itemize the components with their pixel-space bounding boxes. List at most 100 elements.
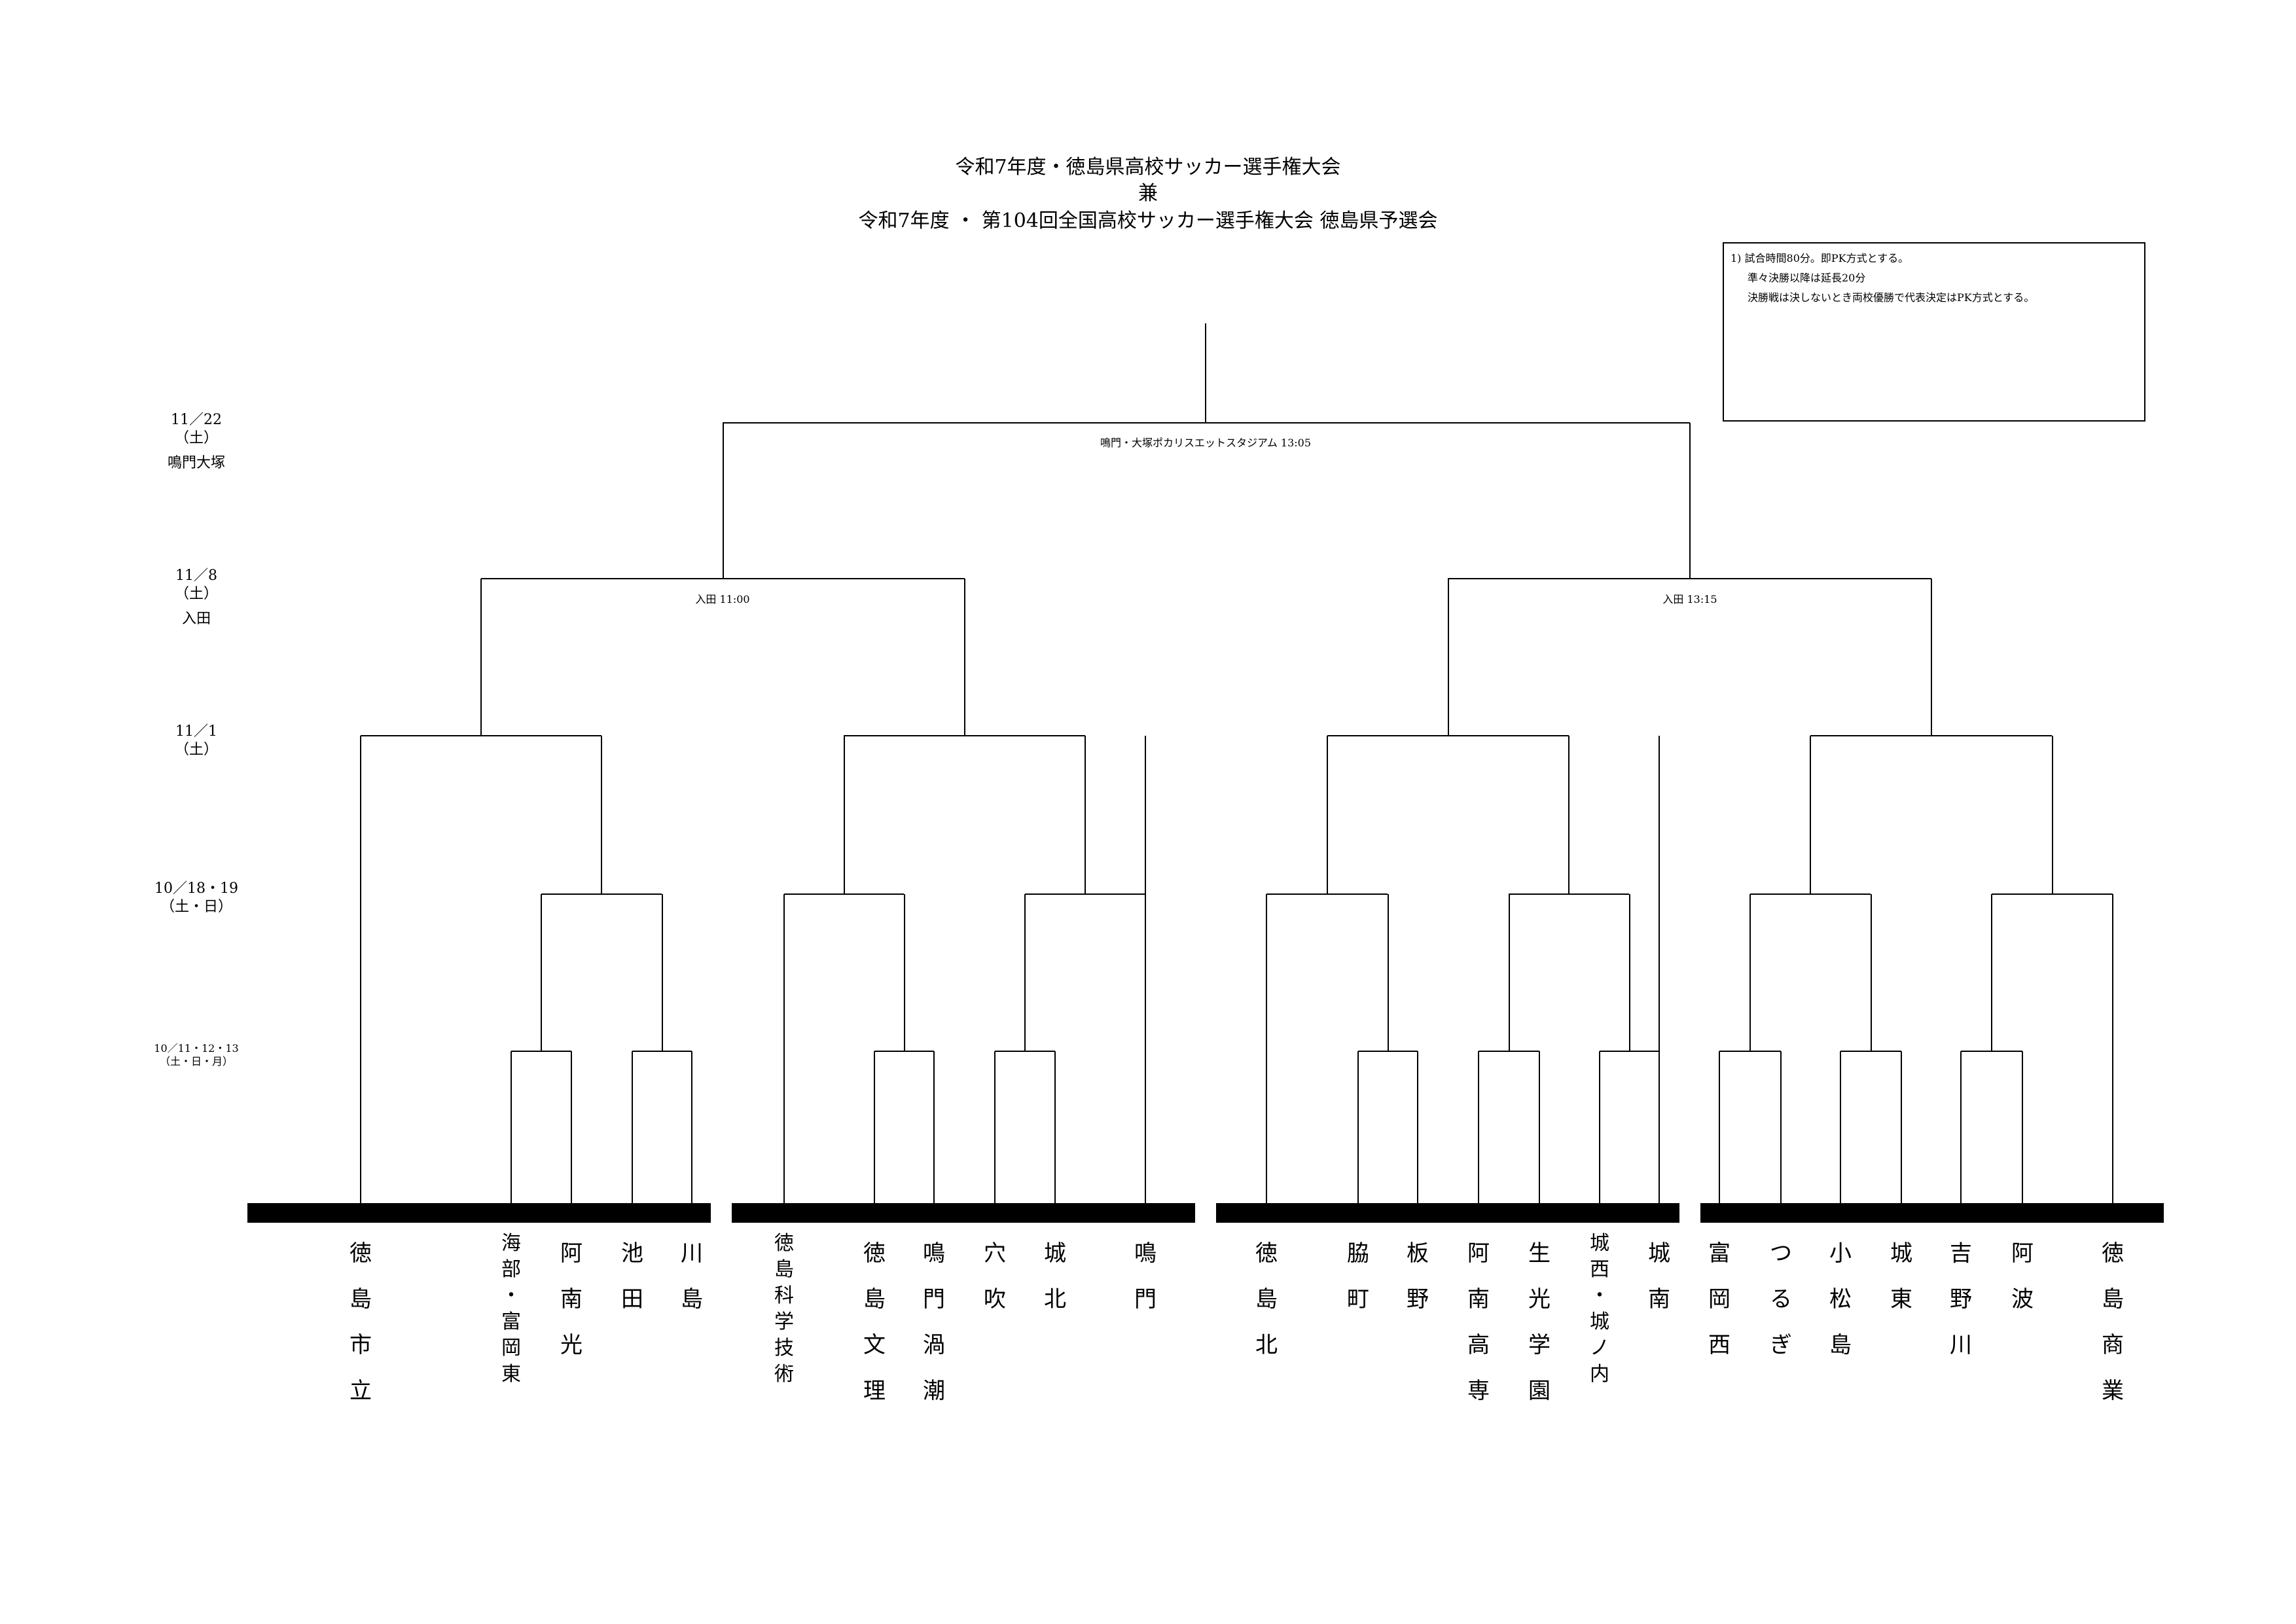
team-leg-line	[2112, 894, 2113, 1203]
round-semifinal-day: （土）	[174, 586, 218, 602]
round1-winner-line	[1749, 894, 1751, 1051]
team-name: 鳴門	[1132, 1231, 1158, 1322]
round2-match-line	[1509, 893, 1629, 895]
semifinal-match-line	[1448, 578, 1931, 579]
team-name-text: 徳島文理	[863, 1240, 886, 1404]
team-name: 徳島市立	[348, 1231, 374, 1414]
quarterfinal-winner-line	[1448, 579, 1449, 736]
team-leg-line	[783, 894, 785, 1203]
round-final-date: 11／22	[171, 412, 222, 428]
champion-line	[1205, 323, 1206, 423]
group-b-base	[732, 1203, 1195, 1223]
round2-match-line	[1750, 893, 1871, 895]
team-name-text: 鳴門	[1134, 1240, 1157, 1312]
team-leg-line	[1417, 1051, 1418, 1203]
team-name: 吉野川	[1948, 1231, 1974, 1368]
team-name-text: 生光学園	[1528, 1240, 1551, 1404]
quarterfinal-match-line	[1810, 735, 2052, 736]
quarterfinal-winner-line	[480, 579, 482, 736]
team-name-text: 川島	[681, 1240, 703, 1312]
team-name-text: 小松島	[1829, 1240, 1852, 1358]
team-name-text: 板野	[1407, 1240, 1429, 1312]
round-quarterfinal-label: 11／1 （土）	[118, 723, 275, 759]
round-final-day: （土）	[174, 430, 218, 446]
round1-winner-line	[1509, 894, 1510, 1051]
round2-winner-line	[601, 736, 602, 894]
team-name: 脇町	[1345, 1231, 1371, 1322]
round-final-venue: 鳴門大塚	[167, 455, 225, 471]
team-name: 穴吹	[982, 1231, 1008, 1322]
team-name: 城東	[1888, 1231, 1914, 1322]
round-quarterfinal-day: （土）	[174, 742, 218, 758]
team-name: 池田	[619, 1231, 645, 1322]
group-d-base	[1700, 1203, 2164, 1223]
round-semifinal-venue: 入田	[181, 611, 211, 627]
team-name-text: 阿南光	[560, 1240, 583, 1358]
team-name: つるぎ	[1768, 1231, 1794, 1368]
team-leg-line	[691, 1051, 692, 1203]
team-name: 海部・富岡東	[498, 1231, 524, 1388]
round2-match-line	[541, 893, 662, 895]
team-name: 徳島商業	[2100, 1231, 2126, 1414]
team-name: 城南	[1646, 1231, 1672, 1322]
title-line-1: 令和7年度・徳島県高校サッカー選手権大会	[955, 156, 1341, 179]
round-2-label: 10／18・19 （土・日）	[118, 880, 275, 916]
round2-match-line	[1266, 893, 1388, 895]
round2-match-line	[1025, 893, 1145, 895]
round2-match-line	[1992, 893, 2113, 895]
round1-match-line	[1358, 1051, 1418, 1052]
team-leg-line	[2022, 1051, 2023, 1203]
team-name-text: つるぎ	[1770, 1240, 1792, 1358]
semifinal-winner-line	[723, 423, 724, 579]
round1-match-line	[1600, 1051, 1659, 1052]
team-leg-line	[994, 1051, 996, 1203]
team-name-text: 徳島北	[1255, 1240, 1278, 1358]
round1-winner-line	[541, 894, 542, 1051]
round-1-label: 10／11・12・13 （土・日・月）	[118, 1042, 275, 1068]
round1-winner-line	[904, 894, 905, 1051]
team-name: 川島	[679, 1231, 705, 1322]
round-2-day: （土・日）	[160, 899, 232, 915]
round1-match-line	[1961, 1051, 2022, 1052]
team-leg-line	[1478, 1051, 1479, 1203]
semifinal-match-line	[481, 578, 965, 579]
team-name: 阿波	[2009, 1231, 2036, 1322]
round2-winner-line	[2052, 736, 2053, 894]
note-2: 準々決勝以降は延長20分	[1748, 272, 1866, 284]
round2-winner-line	[844, 736, 845, 894]
team-leg-line	[632, 1051, 633, 1203]
team-leg-line	[1719, 1051, 1720, 1203]
team-name: 城西・城ノ内	[1587, 1231, 1613, 1388]
team-name-text: 穴吹	[984, 1240, 1006, 1312]
round-quarterfinal-date: 11／1	[175, 723, 217, 740]
team-name: 阿南高専	[1465, 1231, 1492, 1414]
semifinal-winner-line	[1689, 423, 1691, 579]
round1-match-line	[1840, 1051, 1901, 1052]
final-match-line	[723, 422, 1690, 424]
team-name: 鳴門渦潮	[921, 1231, 947, 1414]
team-name-text: 徳島科学技術	[774, 1232, 794, 1386]
team-name: 小松島	[1827, 1231, 1854, 1368]
team-leg-line	[1659, 736, 1660, 1203]
round1-match-line	[511, 1051, 571, 1052]
note-3: 決勝戦は決しないとき両校優勝で代表決定はPK方式とする。	[1748, 291, 2035, 304]
team-leg-line	[1357, 1051, 1359, 1203]
round2-winner-line	[1327, 736, 1328, 894]
notes-box: 1) 試合時間80分。即PK方式とする。 準々決勝以降は延長20分 決勝戦は決し…	[1723, 242, 2145, 422]
team-name: 富岡西	[1706, 1231, 1732, 1368]
team-name: 阿南光	[558, 1231, 584, 1368]
team-name-text: 吉野川	[1950, 1240, 1972, 1358]
round-semifinal-label: 11／8 （土） 入田	[118, 567, 275, 628]
round1-match-line	[874, 1051, 934, 1052]
team-leg-line	[571, 1051, 572, 1203]
quarterfinal-match-line	[361, 735, 601, 736]
semifinal-right-venue-time: 入田 13:15	[1662, 593, 1717, 605]
team-leg-line	[1599, 1051, 1600, 1203]
team-name-text: 鳴門渦潮	[923, 1240, 945, 1404]
team-leg-line	[511, 1051, 512, 1203]
round1-match-line	[1719, 1051, 1781, 1052]
team-leg-line	[1054, 1051, 1056, 1203]
quarterfinal-winner-line	[964, 579, 965, 736]
final-venue-time: 鳴門・大塚ポカリスエットスタジアム 13:05	[1100, 437, 1312, 449]
